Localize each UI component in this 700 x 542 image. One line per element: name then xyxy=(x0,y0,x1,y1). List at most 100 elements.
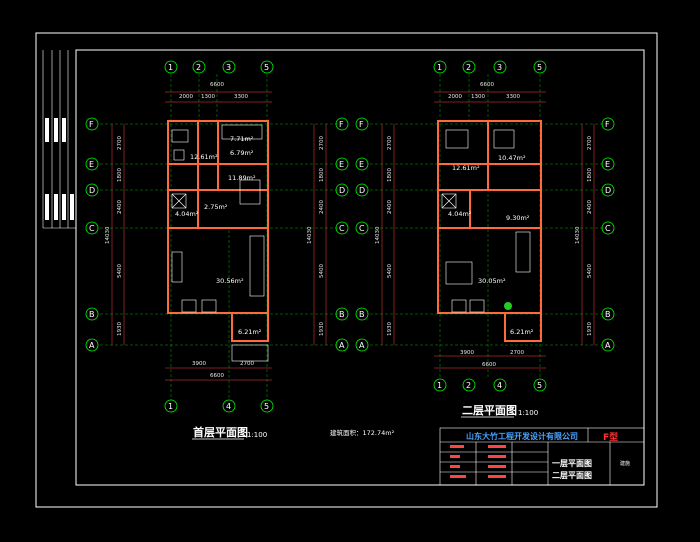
room-area: 11.89m² xyxy=(228,174,256,182)
bottom-total-dim: 6600 xyxy=(482,362,496,368)
building-area: 建筑面积：172.74m² xyxy=(330,428,395,437)
column-axis-labels: 1 2 3 5 1 2 4 5 xyxy=(437,63,542,390)
room-area: 4.04m² xyxy=(448,210,472,218)
side-dim: 5400 xyxy=(387,264,393,278)
signature-grid-text xyxy=(450,445,506,478)
side-dimensions-left: 2700 1800 2400 5400 1930 14030 xyxy=(105,136,123,336)
axis-label: C xyxy=(89,224,95,233)
axis-label: E xyxy=(339,160,344,169)
axis-label: A xyxy=(359,341,365,350)
side-dim: 1800 xyxy=(319,168,325,182)
axis-label: F xyxy=(605,120,610,129)
side-dim: 1930 xyxy=(587,322,593,336)
axis-label: B xyxy=(359,310,365,319)
bottom-dim: 3900 xyxy=(192,361,206,367)
side-dimensions-right: 2700 1800 2400 5400 1930 14030 xyxy=(575,136,593,336)
axis-label: 2 xyxy=(196,63,201,72)
room-area: 9.30m² xyxy=(506,214,530,222)
room-area: 30.56m² xyxy=(216,277,244,285)
side-dim: 2700 xyxy=(319,136,325,150)
title-block: 山东大竹工程开发设计有限公司 F型 一层平面图 二层平面图 建施 xyxy=(439,427,645,486)
plant-icon xyxy=(504,302,512,310)
axis-label: E xyxy=(359,160,364,169)
axis-label: 5 xyxy=(537,63,542,72)
room-area: 7.71m² xyxy=(230,135,254,143)
axis-label: C xyxy=(339,224,345,233)
axis-label: 1 xyxy=(168,402,173,411)
side-dim: 2700 xyxy=(587,136,593,150)
bottom-dim: 2700 xyxy=(510,350,524,356)
column-axis-labels: 1 2 3 5 1 4 5 xyxy=(168,63,269,411)
side-dim: 1800 xyxy=(587,168,593,182)
axis-label: 2 xyxy=(466,381,471,390)
outer-frame xyxy=(35,32,658,508)
side-dim: 1930 xyxy=(117,322,123,336)
bottom-dim: 3900 xyxy=(460,350,474,356)
side-dim: 2700 xyxy=(117,136,123,150)
sheet-number: 建施 xyxy=(620,460,630,467)
axis-label: 1 xyxy=(437,63,442,72)
axis-label: A xyxy=(89,341,95,350)
room-area: 12.61m² xyxy=(452,164,480,172)
top-dim: 3300 xyxy=(234,94,248,100)
column-axis-bubbles xyxy=(164,60,274,413)
side-dim: 1800 xyxy=(387,168,393,182)
side-total-dim: 14030 xyxy=(575,226,581,244)
top-total-dim: 6600 xyxy=(210,82,224,88)
room-area: 6.21m² xyxy=(510,328,534,336)
furniture xyxy=(171,124,269,362)
row-axis-labels: F E D C B A F E D C B A xyxy=(359,120,611,350)
side-dim: 2400 xyxy=(117,200,123,214)
side-total-dim: 14030 xyxy=(375,226,381,244)
side-dim: 1800 xyxy=(117,168,123,182)
side-dim: 2400 xyxy=(319,200,325,214)
axis-label: D xyxy=(339,186,345,195)
axis-label: B xyxy=(339,310,345,319)
grid-lines xyxy=(370,74,606,378)
side-dim: 5400 xyxy=(319,264,325,278)
side-dimensions-right: 2700 1800 2400 5400 1930 14030 xyxy=(307,136,325,336)
bottom-dim: 2700 xyxy=(240,361,254,367)
plan-scale: 1:100 xyxy=(247,431,267,439)
room-areas: 12.61m² 10.47m² 4.04m² 9.30m² 30.05m² 6.… xyxy=(448,154,534,336)
plan-scale: 1:100 xyxy=(518,409,538,417)
room-area: 4.04m² xyxy=(175,210,199,218)
side-total-dim: 14030 xyxy=(105,226,111,244)
side-dim: 2700 xyxy=(387,136,393,150)
top-dim: 1300 xyxy=(201,94,215,100)
axis-label: D xyxy=(89,186,95,195)
axis-label: E xyxy=(605,160,610,169)
drawing-name: 一层平面图 xyxy=(552,459,592,468)
row-axis-bubbles xyxy=(355,117,615,352)
top-dimensions: 6600 2000 1300 3300 3900 2700 6600 xyxy=(179,82,254,379)
room-area: 12.61m² xyxy=(190,153,218,161)
axis-label: F xyxy=(339,120,344,129)
side-total-dim: 14030 xyxy=(307,226,313,244)
axis-label: E xyxy=(89,160,94,169)
axis-label: 5 xyxy=(264,63,269,72)
dimension-lines xyxy=(111,91,327,381)
side-dim: 2400 xyxy=(587,200,593,214)
plan-title: 首层平面图 xyxy=(193,425,248,439)
second-floor-plan: 12.61m² 10.47m² 4.04m² 9.30m² 30.05m² 6.… xyxy=(355,60,615,418)
axis-label: C xyxy=(605,224,611,233)
side-dim: 5400 xyxy=(587,264,593,278)
axis-label: F xyxy=(89,120,94,129)
axis-label: 5 xyxy=(537,381,542,390)
axis-label: A xyxy=(605,341,611,350)
room-area: 10.47m² xyxy=(498,154,526,162)
top-dim: 2000 xyxy=(179,94,193,100)
company-name: 山东大竹工程开发设计有限公司 xyxy=(466,431,578,441)
axis-label: 4 xyxy=(497,381,502,390)
room-area: 30.05m² xyxy=(478,277,506,285)
drawing-name: 二层平面图 xyxy=(552,471,592,480)
axis-label: 4 xyxy=(226,402,231,411)
top-dim: 2000 xyxy=(448,94,462,100)
axis-label: 2 xyxy=(466,63,471,72)
room-area: 6.21m² xyxy=(238,328,262,336)
side-dim: 5400 xyxy=(117,264,123,278)
row-axis-bubbles xyxy=(85,117,349,352)
axis-label: 1 xyxy=(437,381,442,390)
axis-label: A xyxy=(339,341,345,350)
